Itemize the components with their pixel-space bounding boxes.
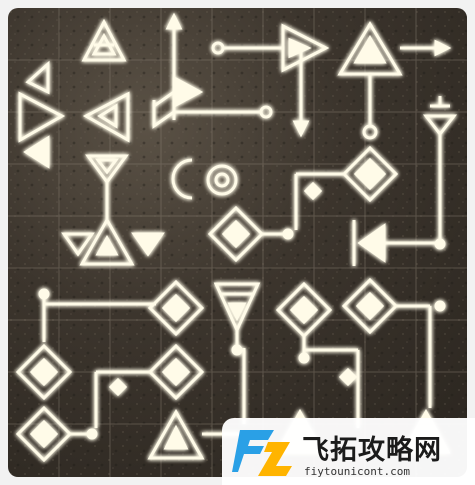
arrow-right-key-rune[interactable] — [211, 23, 330, 138]
triangle-key-rune[interactable] — [337, 21, 452, 140]
diamond-rune-6[interactable] — [15, 343, 73, 401]
arrow-left-line-rune[interactable] — [152, 100, 273, 129]
diamond-rune-1[interactable] — [294, 145, 399, 230]
watermark-banner: 飞拓攻略网 fiytounicont.com — [222, 418, 475, 485]
site-logo-icon — [232, 430, 292, 476]
watermark-site-name: 飞拓攻略网 — [302, 435, 442, 466]
diamond-rune-2[interactable] — [207, 205, 294, 263]
moon-rune[interactable] — [171, 158, 238, 200]
triangle-rune-1[interactable] — [81, 18, 127, 62]
arrow-left-rune[interactable] — [352, 220, 440, 266]
arrow-up-rune[interactable] — [153, 12, 204, 120]
diamond-rune-5[interactable] — [341, 277, 446, 408]
triangle-rune-2[interactable] — [213, 282, 261, 356]
diamond-rune-3[interactable] — [38, 279, 205, 342]
bowtie-rune[interactable] — [18, 60, 130, 169]
corner-line-rune[interactable] — [242, 348, 360, 428]
puzzle-board — [8, 8, 467, 477]
hourglass-rune[interactable] — [61, 154, 165, 266]
diamond-rune-4[interactable] — [275, 281, 333, 364]
diamond-rune-8[interactable] — [15, 405, 98, 463]
diamond-rune-7[interactable] — [94, 343, 205, 428]
puzzle-canvas — [8, 8, 467, 477]
watermark-site-url: fiytounicont.com — [304, 465, 410, 478]
